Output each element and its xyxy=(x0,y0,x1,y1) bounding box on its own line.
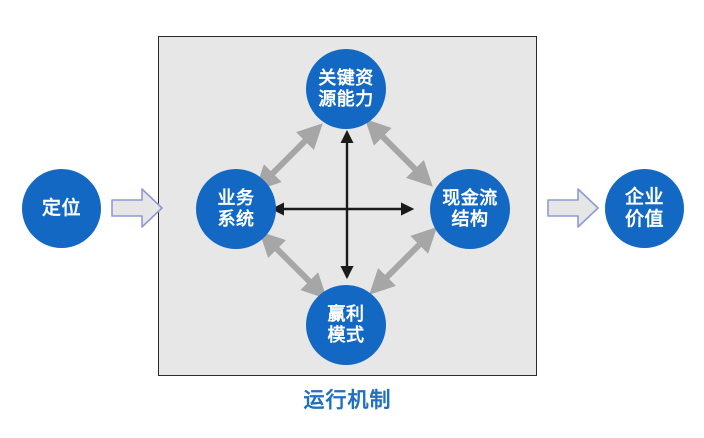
node-cashflow-structure[interactable]: 现金流 结构 xyxy=(430,169,510,249)
node-key-resource-capability-line-2: 源能力 xyxy=(318,89,374,109)
node-positioning-line-1: 定位 xyxy=(41,197,81,219)
flow-arrow-positioning-to-mechanism xyxy=(111,188,163,228)
node-profit-model[interactable]: 赢利 模式 xyxy=(306,285,386,365)
node-business-system[interactable]: 业务 系统 xyxy=(196,169,276,249)
node-profit-model-line-2: 模式 xyxy=(327,325,365,345)
node-profit-model-line-1: 赢利 xyxy=(327,304,365,325)
node-cashflow-structure-line-1: 现金流 xyxy=(442,188,498,209)
flow-arrow-mechanism-to-enterprise-value xyxy=(547,188,599,228)
node-enterprise-value[interactable]: 企业 价值 xyxy=(605,169,684,248)
node-key-resource-capability-line-1: 关键资 xyxy=(318,68,374,89)
node-key-resource-capability[interactable]: 关键资 源能力 xyxy=(306,49,386,129)
node-positioning[interactable]: 定位 xyxy=(22,169,101,248)
node-enterprise-value-line-1: 企业 xyxy=(624,186,664,208)
operating-mechanism-caption: 运行机制 xyxy=(303,389,392,412)
node-enterprise-value-line-2: 价值 xyxy=(624,208,664,230)
node-cashflow-structure-line-2: 结构 xyxy=(451,209,489,229)
node-business-system-line-2: 系统 xyxy=(217,209,255,229)
node-business-system-line-1: 业务 xyxy=(217,188,255,209)
